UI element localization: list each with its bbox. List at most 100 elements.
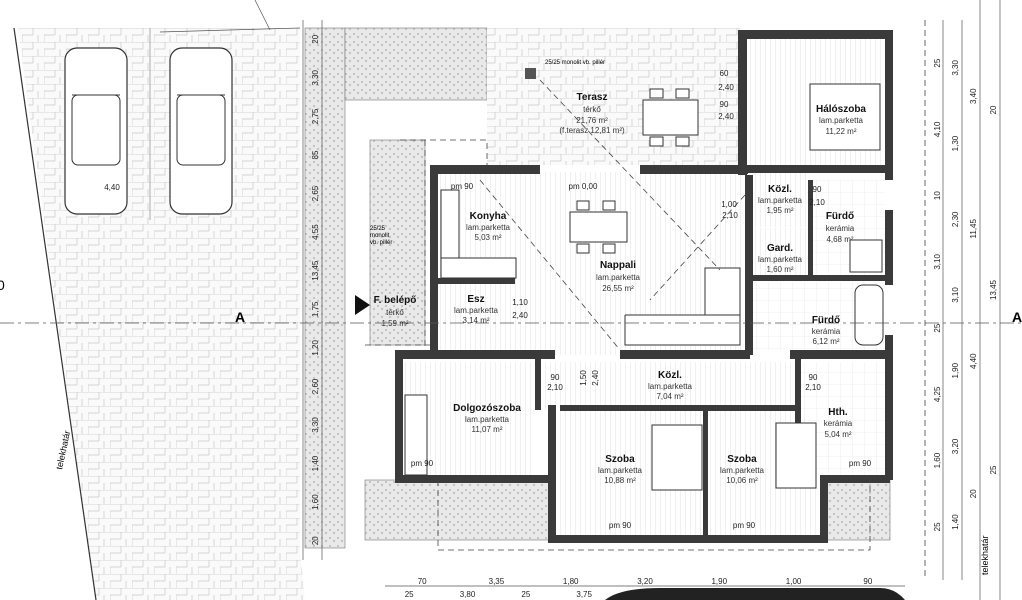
svg-text:10,06 m²: 10,06 m² bbox=[726, 476, 758, 485]
svg-text:2,40: 2,40 bbox=[512, 311, 528, 320]
svg-text:2,10: 2,10 bbox=[809, 198, 825, 207]
dim-value: 2,65 bbox=[311, 185, 320, 201]
svg-text:Szoba: Szoba bbox=[727, 454, 757, 465]
svg-text:2,40: 2,40 bbox=[718, 112, 734, 121]
svg-text:5,03 m²: 5,03 m² bbox=[474, 233, 501, 242]
shower bbox=[849, 239, 883, 273]
svg-text:lam.parketta: lam.parketta bbox=[819, 116, 864, 125]
entry-pillar-note-3: vb. pillér bbox=[370, 240, 392, 246]
svg-text:7,04 m²: 7,04 m² bbox=[656, 392, 683, 401]
terrace-paving bbox=[487, 28, 740, 165]
svg-text:Terasz: Terasz bbox=[577, 92, 608, 103]
svg-text:Esz: Esz bbox=[467, 294, 484, 305]
section-marker-left: A bbox=[235, 309, 245, 325]
svg-text:1,60 m²: 1,60 m² bbox=[766, 265, 793, 274]
svg-text:Hálószoba: Hálószoba bbox=[816, 104, 866, 115]
svg-text:2,10: 2,10 bbox=[805, 383, 821, 392]
dim-value: 2,75 bbox=[311, 108, 320, 124]
svg-text:pm 90: pm 90 bbox=[733, 521, 756, 530]
svg-text:Közl.: Közl. bbox=[658, 370, 682, 381]
svg-text:Nappali: Nappali bbox=[600, 260, 636, 271]
dim-value: 70 bbox=[418, 577, 427, 586]
svg-text:11,07 m²: 11,07 m² bbox=[472, 425, 503, 434]
svg-text:lam.parketta: lam.parketta bbox=[758, 196, 803, 205]
svg-text:pm 90: pm 90 bbox=[411, 459, 434, 468]
label-hth: Hth. kerámia 5,04 m² bbox=[824, 407, 853, 439]
dim-value: 25 bbox=[755, 590, 764, 599]
dim-value: 90 bbox=[863, 577, 872, 586]
svg-text:(f.terasz 12,81 m²): (f.terasz 12,81 m²) bbox=[559, 126, 625, 135]
svg-text:21,76 m²: 21,76 m² bbox=[576, 116, 608, 125]
dim-value: 25 bbox=[405, 590, 414, 599]
room-kozl1-floor bbox=[752, 172, 810, 227]
dim-value: 1,00 bbox=[786, 577, 802, 586]
svg-text:Konyha: Konyha bbox=[470, 211, 507, 222]
dim-value: 3,35 bbox=[489, 577, 505, 586]
svg-text:pm 0,00: pm 0,00 bbox=[569, 182, 598, 191]
dim-value: 4,10 bbox=[933, 121, 942, 137]
dim-value: 3,40 bbox=[969, 88, 978, 104]
label-gard: Gard. lam.parketta 1,60 m² bbox=[758, 243, 803, 274]
entry-pillar-note-1: 25/25 bbox=[370, 226, 386, 232]
label-esz: Esz lam.parketta 3,14 m² bbox=[454, 294, 499, 325]
dim-left-col: 203,302,75852,654,5513,451,751,202,603,3… bbox=[311, 34, 320, 545]
label-kozl2: Közl. lam.parketta 7,04 m² bbox=[648, 370, 693, 401]
svg-text:Szoba: Szoba bbox=[605, 454, 635, 465]
svg-text:kerámia: kerámia bbox=[824, 419, 853, 428]
dim-value: 3,15 bbox=[693, 590, 709, 599]
svg-text:1,59 m²: 1,59 m² bbox=[381, 319, 408, 328]
dim-value: 1,75 bbox=[311, 301, 320, 317]
dim-value: 1,40 bbox=[951, 514, 960, 530]
dim-value: 1,90 bbox=[711, 577, 727, 586]
label-haloszoba: Hálószoba lam.parketta 11,22 m² bbox=[816, 104, 866, 136]
dim-value: 10 bbox=[638, 590, 647, 599]
dim-value: 3,20 bbox=[637, 577, 653, 586]
dim-value: 20 bbox=[311, 536, 320, 545]
dim-value: 25 bbox=[933, 58, 942, 67]
roof-outline bbox=[365, 139, 488, 350]
dim-bottom-top: 70 3,35 1,80 3,20 1,90 1,00 90 bbox=[418, 577, 873, 586]
dim-value: 3,30 bbox=[311, 417, 320, 433]
boundary-label-left: telekhatár bbox=[54, 430, 72, 471]
svg-text:lam.parketta: lam.parketta bbox=[648, 382, 693, 391]
svg-text:10,88 m²: 10,88 m² bbox=[604, 476, 636, 485]
dim-value: 13,45 bbox=[311, 260, 320, 281]
gravel-strip-top bbox=[344, 27, 488, 101]
dim-value: 3,80 bbox=[460, 590, 476, 599]
section-marker-edge: 0 bbox=[0, 277, 5, 293]
dim-value: 4,55 bbox=[311, 224, 320, 240]
double-bed bbox=[809, 83, 881, 151]
svg-text:2,10: 2,10 bbox=[722, 211, 738, 220]
terrace-pillar-note: 25/25 monolit vb. pillér bbox=[545, 60, 605, 66]
entry-pillar-note-2: monolit bbox=[370, 233, 390, 239]
label-kozl1: Közl. lam.parketta 1,95 m² bbox=[758, 184, 803, 215]
label-nappali: Nappali lam.parketta 26,55 m² bbox=[596, 260, 641, 293]
dim-value: 3,10 bbox=[933, 254, 942, 270]
svg-text:1,10: 1,10 bbox=[512, 298, 528, 307]
svg-text:3,14 m²: 3,14 m² bbox=[462, 316, 489, 325]
opening-annotations: pm 0,00 pm 90 pm 90 pm 90 pm 90 pm 90 60… bbox=[411, 69, 872, 530]
dim-value: 1,80 bbox=[563, 577, 579, 586]
walls bbox=[395, 30, 893, 543]
parking-dim: 4,40 bbox=[104, 183, 120, 192]
dim-value: 1,65 bbox=[810, 590, 826, 599]
svg-text:pm 90: pm 90 bbox=[849, 459, 872, 468]
svg-text:2,40: 2,40 bbox=[718, 83, 734, 92]
svg-text:1,95 m²: 1,95 m² bbox=[766, 206, 793, 215]
svg-text:Közl.: Közl. bbox=[768, 184, 792, 195]
dim-right-col2: 3,301,302,303,101,903,201,40 bbox=[951, 60, 960, 530]
svg-text:26,55 m²: 26,55 m² bbox=[602, 284, 634, 293]
dim-value: 2,60 bbox=[311, 378, 320, 394]
svg-text:90: 90 bbox=[809, 373, 818, 382]
svg-text:lam.parketta: lam.parketta bbox=[465, 415, 510, 424]
svg-text:1,50: 1,50 bbox=[579, 370, 588, 386]
kitchen-counter bbox=[440, 257, 517, 279]
svg-text:2,10: 2,10 bbox=[547, 383, 563, 392]
dim-value: 10 bbox=[933, 191, 942, 200]
dim-value: 1,30 bbox=[951, 135, 960, 151]
bed-szoba2 bbox=[775, 422, 817, 489]
label-konyha: Konyha lam.parketta 5,03 m² bbox=[466, 211, 511, 242]
